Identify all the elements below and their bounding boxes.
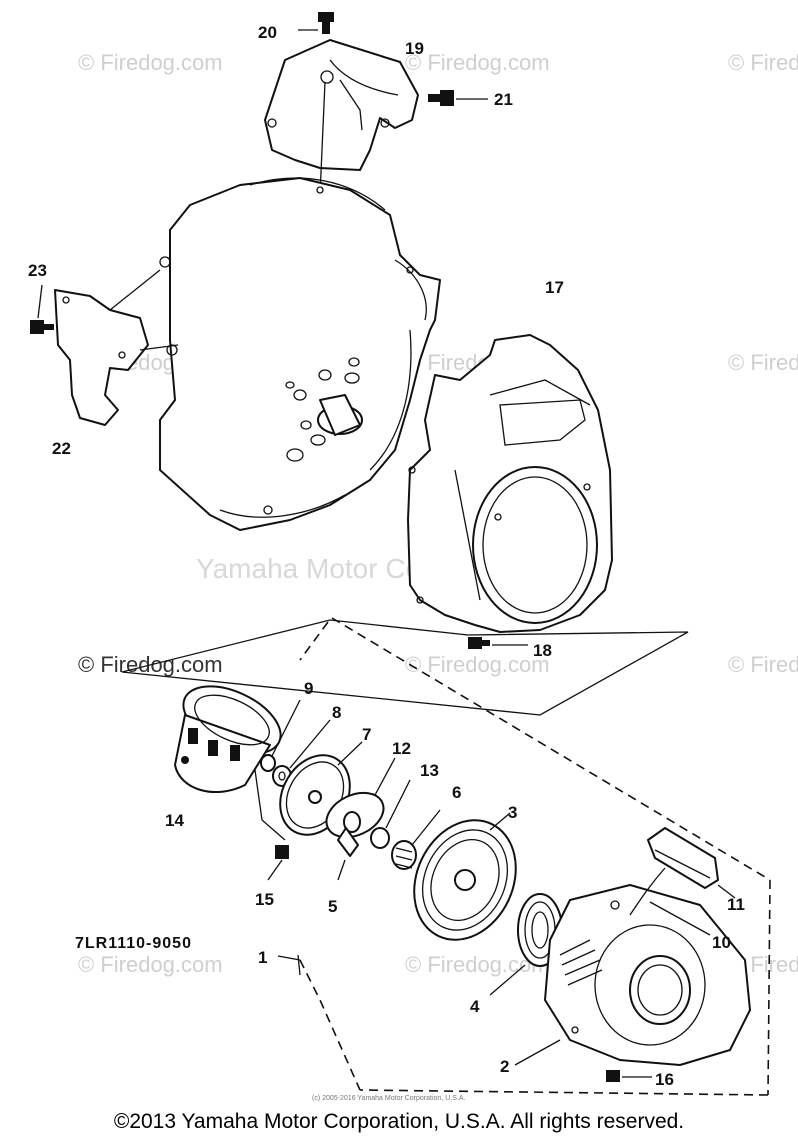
- watermark: © Firedog.com: [405, 652, 550, 677]
- watermark: © Firedog.com: [728, 350, 798, 375]
- callout-7: 7: [362, 725, 371, 744]
- callout-23: 23: [28, 261, 47, 280]
- top-cover-part: [264, 39, 419, 196]
- pulley-3: [413, 812, 517, 941]
- callout-6: 6: [452, 783, 461, 802]
- callout-16: 16: [655, 1070, 674, 1089]
- watermark: © Firedog.com: [728, 652, 798, 677]
- callout-22: 22: [52, 439, 71, 458]
- bracket-22: [54, 269, 179, 426]
- callout-19: 19: [405, 39, 424, 58]
- callout-21: 21: [494, 90, 513, 109]
- handle-11: [647, 827, 736, 899]
- starter-case-2: [514, 884, 751, 1066]
- callout-2: 2: [500, 1057, 509, 1076]
- watermark: © Firedog.com: [78, 50, 223, 75]
- callout-9: 9: [304, 679, 313, 698]
- watermark: © Firedog.com: [728, 50, 798, 75]
- watermark: © Firedog.com: [405, 50, 550, 75]
- callout-20: 20: [258, 23, 277, 42]
- spring-13: [370, 779, 411, 849]
- ratchet-12: [325, 757, 396, 881]
- callout-10: 10: [712, 933, 731, 952]
- assembly-frame: [121, 617, 771, 1096]
- drive-cup-14: [174, 685, 286, 841]
- callout-15: 15: [255, 890, 274, 909]
- callout-18: 18: [533, 641, 552, 660]
- watermark: © Firedog.com: [78, 952, 223, 977]
- callout-13: 13: [420, 761, 439, 780]
- callout-1: 1: [258, 948, 267, 967]
- callout-11: 11: [727, 895, 745, 914]
- callout-12: 12: [392, 739, 411, 758]
- callout-17: 17: [545, 278, 564, 297]
- small-copyright: (c) 2005-2016 Yamaha Motor Corporation, …: [312, 1095, 465, 1102]
- diagram-code: 7LR1110-9050: [75, 935, 192, 952]
- bolt-16: [606, 1070, 652, 1082]
- bolt-18: [468, 637, 528, 649]
- callout-14: 14: [165, 811, 184, 830]
- bolt-20: [298, 12, 334, 34]
- bolt-15: [267, 845, 289, 881]
- callout-5: 5: [328, 897, 337, 916]
- spring-6: [391, 809, 441, 870]
- callout-3: 3: [508, 803, 517, 822]
- callout-labels: 20 19 21 23 17 22 18 9 8 7 12 13 6 3 14 …: [28, 23, 745, 1089]
- callout-8: 8: [332, 703, 341, 722]
- bolt-21: [428, 90, 488, 106]
- engine-housing: [159, 177, 441, 531]
- bolt-23: [30, 284, 54, 334]
- nut-9: [260, 699, 301, 772]
- assembly-1-leader: [277, 955, 301, 961]
- fan-shroud-17: [407, 334, 613, 633]
- footer-copyright: ©2013 Yamaha Motor Corporation, U.S.A. A…: [113, 1110, 685, 1133]
- rope-10: [629, 867, 711, 936]
- callout-4: 4: [470, 997, 480, 1016]
